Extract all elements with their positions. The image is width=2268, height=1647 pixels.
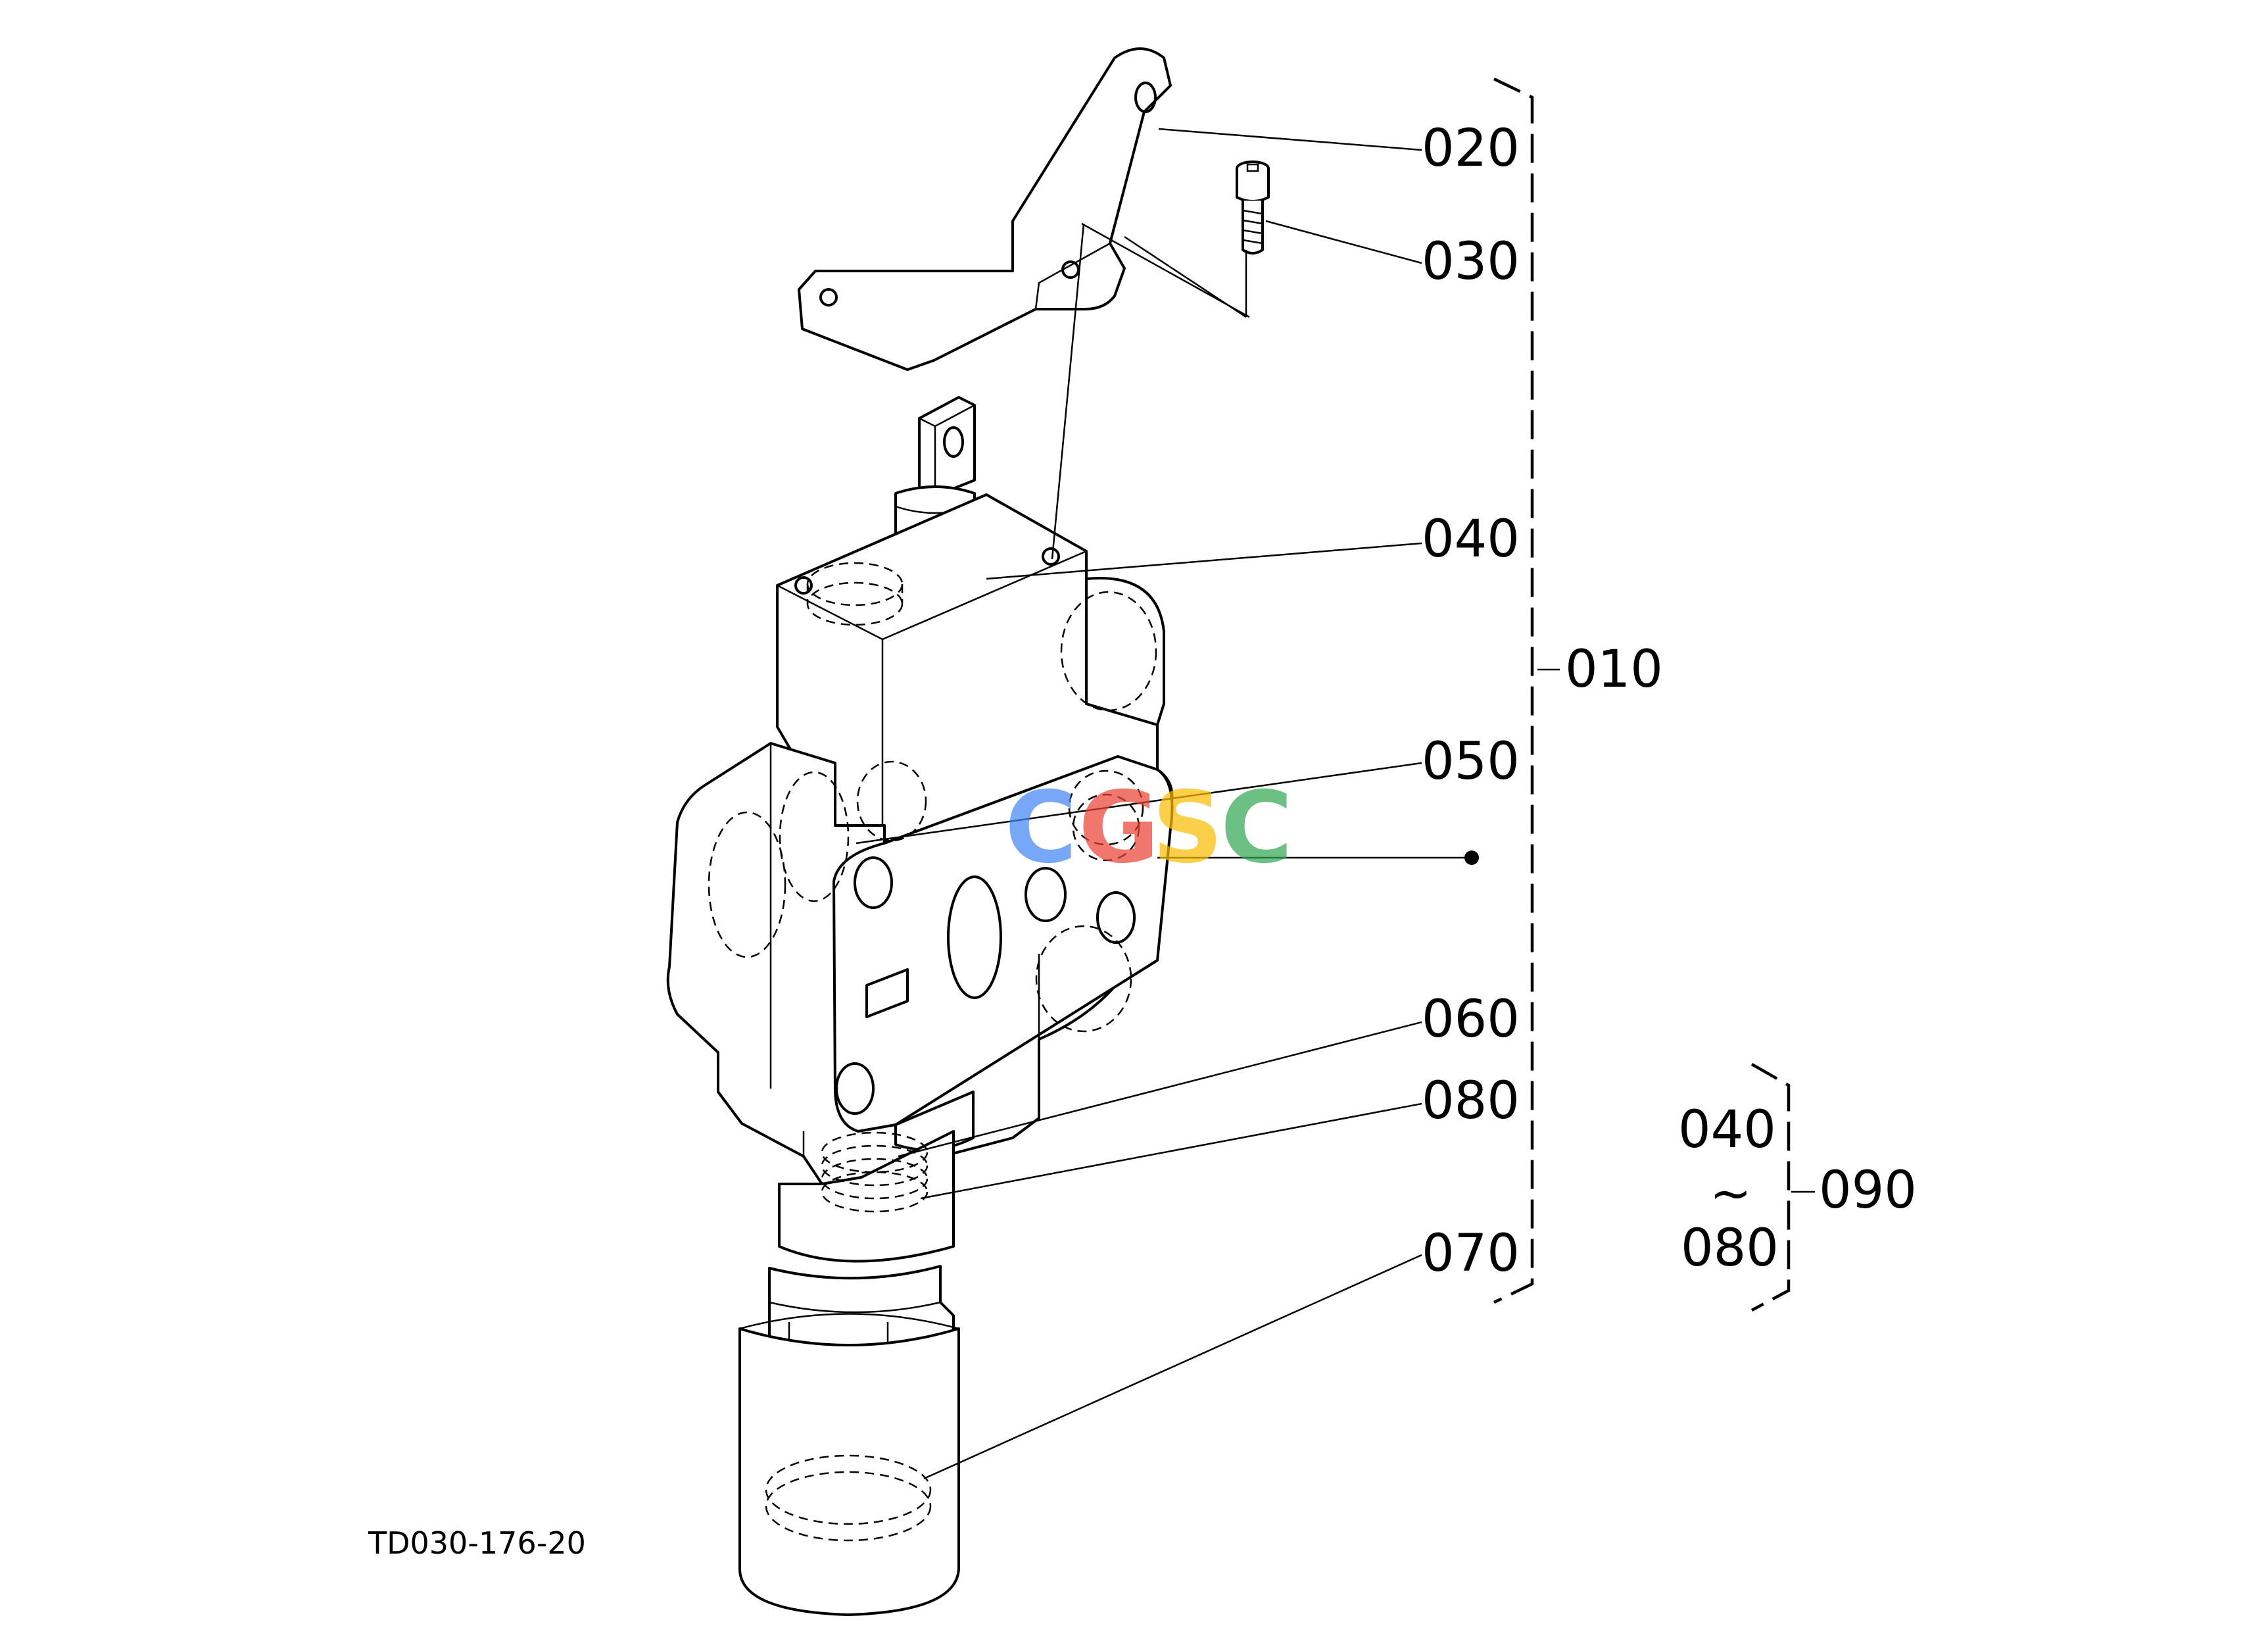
leader-dot [1464, 850, 1479, 865]
assembly-guide-lines [1051, 222, 1250, 560]
callout-050: 050 [1422, 732, 1520, 791]
watermark-letter-1: C [1005, 771, 1077, 885]
kit-range-to: 080 [1681, 1219, 1779, 1278]
callout-010: 010 [1565, 640, 1663, 699]
watermark-letter-3: S [1152, 771, 1223, 885]
leader-lines [856, 128, 1479, 1480]
hidden-detail-lines [708, 562, 1157, 1213]
kit-range-separator: ~ [1710, 1164, 1752, 1222]
bracket-part-020 [798, 47, 1172, 371]
callout-080: 080 [1422, 1071, 1520, 1131]
fitting-part-070 [738, 1265, 960, 1616]
kit-range-from: 040 [1678, 1100, 1776, 1160]
callout-060: 060 [1422, 990, 1520, 1049]
callout-020: 020 [1422, 119, 1520, 178]
callout-070: 070 [1422, 1224, 1520, 1283]
drawing-reference-code: TD030-176-20 [368, 1525, 586, 1561]
callout-030: 030 [1422, 232, 1520, 291]
watermark-letter-2: G [1078, 771, 1159, 885]
watermark-letter-4: C [1220, 771, 1293, 885]
callout-040: 040 [1422, 510, 1520, 569]
kit-bracket-090 [1750, 1063, 1815, 1312]
screw-part-030 [1236, 160, 1270, 255]
callout-090: 090 [1819, 1161, 1917, 1220]
watermark-logo: C G S C [1005, 771, 1293, 885]
assembly-bracket-010 [1493, 77, 1560, 1304]
